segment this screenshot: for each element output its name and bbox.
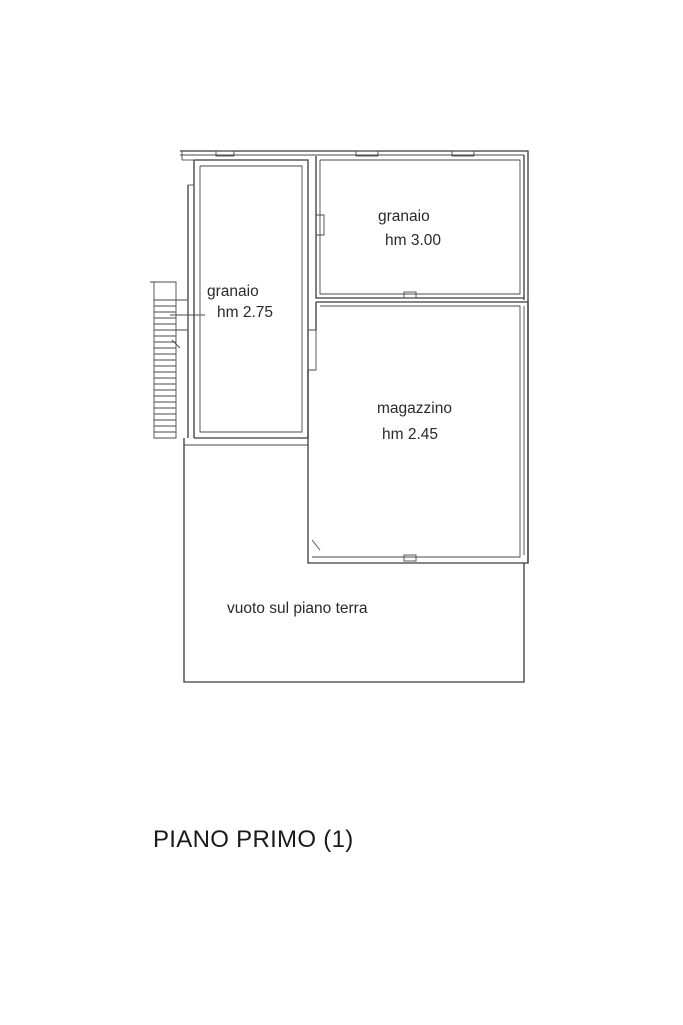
room-granaio-top (215, 150, 524, 299)
magazzino-height: hm 2.45 (382, 426, 439, 443)
room-magazzino (307, 301, 529, 564)
granaio-left-name: granaio (207, 283, 259, 300)
magazzino-name: magazzino (377, 400, 452, 417)
page-title: PIANO PRIMO (1) (153, 826, 354, 853)
granaio-left-height: hm 2.75 (217, 304, 274, 321)
area-vuoto (183, 438, 525, 683)
room-granaio-left (194, 159, 309, 439)
outer-walls (180, 150, 529, 563)
granaio-top-height: hm 3.00 (385, 232, 442, 249)
granaio-top-name: granaio (378, 208, 430, 225)
staircase (150, 281, 205, 439)
vuoto-label: vuoto sul piano terra (227, 600, 368, 617)
